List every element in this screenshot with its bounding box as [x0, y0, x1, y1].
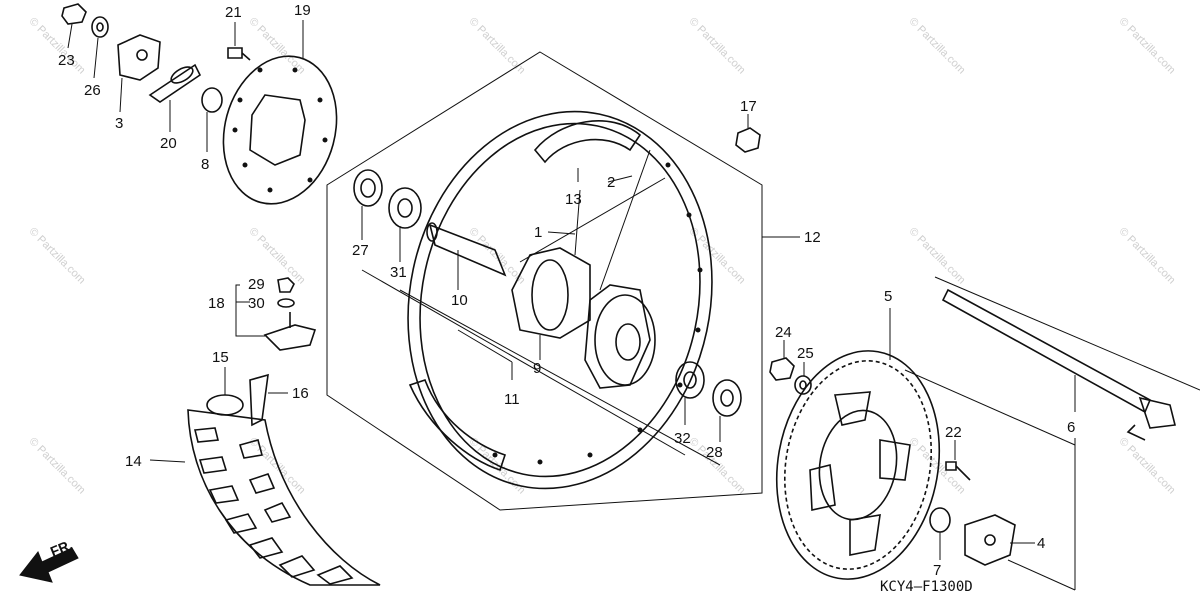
callout-30[interactable]: 30: [248, 295, 265, 312]
callout-16[interactable]: 16: [292, 385, 309, 402]
callout-27[interactable]: 27: [352, 242, 369, 259]
side-collar-8: [201, 87, 223, 113]
callout-18[interactable]: 18: [208, 295, 225, 312]
rim-band-bottom: [408, 378, 507, 472]
callout-21[interactable]: 21: [225, 4, 242, 21]
callout-13[interactable]: 13: [565, 191, 582, 208]
callout-26[interactable]: 26: [84, 82, 101, 99]
callout-8[interactable]: 8: [201, 156, 210, 173]
washer-26: [91, 16, 109, 38]
callout-15[interactable]: 15: [212, 349, 229, 366]
callout-31[interactable]: 31: [390, 264, 407, 281]
front-arrow-icon: [19, 547, 79, 583]
bearing-27: [353, 169, 383, 207]
callout-14[interactable]: 14: [125, 453, 142, 470]
washer-25: [794, 375, 812, 395]
wheel-assembly-outline: [326, 51, 763, 511]
chain-adjuster-4: [964, 514, 1016, 566]
spoke: [574, 189, 581, 256]
washer-30: [277, 298, 295, 308]
bearing-31: [388, 187, 422, 229]
adjuster-plate-20: [148, 63, 202, 103]
callout-11[interactable]: 11: [504, 391, 520, 408]
callout-12[interactable]: 12: [804, 229, 821, 246]
rim-lock-18: [263, 324, 317, 351]
spoke: [599, 149, 651, 291]
callout-9[interactable]: 9: [533, 360, 542, 377]
rim-band-16: [249, 373, 269, 427]
bearing-32: [675, 361, 705, 399]
callout-28[interactable]: 28: [706, 444, 723, 461]
callout-4[interactable]: 4: [1037, 535, 1046, 552]
callout-6[interactable]: 6: [1067, 419, 1076, 436]
callout-25[interactable]: 25: [797, 345, 814, 362]
axle-drawing: [941, 288, 1176, 441]
nut-17: [735, 127, 761, 153]
diagram-code: KCY4—F1300D: [880, 579, 973, 595]
callout-7[interactable]: 7: [933, 562, 942, 579]
callout-22[interactable]: 22: [945, 424, 962, 441]
tire-drawing: [187, 409, 381, 586]
brake-disc-drawing: [222, 55, 338, 205]
callout-17[interactable]: 17: [740, 98, 757, 115]
callout-5[interactable]: 5: [884, 288, 893, 305]
callout-32[interactable]: 32: [674, 430, 691, 447]
callout-1[interactable]: 1: [534, 224, 543, 241]
sprocket-drawing: [775, 350, 941, 580]
nut-23: [61, 3, 87, 25]
rim-band-top: [533, 120, 642, 164]
side-collar-7: [929, 507, 951, 533]
hub-drawing: [511, 247, 656, 389]
callout-2[interactable]: 2: [607, 174, 616, 191]
bolt-21: [227, 47, 243, 59]
rim-drawing: [407, 110, 713, 490]
callout-23[interactable]: 23: [58, 52, 75, 69]
callout-20[interactable]: 20: [160, 135, 177, 152]
callout-24[interactable]: 24: [775, 324, 792, 341]
tube-15: [206, 394, 244, 416]
bearing-28: [712, 379, 742, 417]
callout-10[interactable]: 10: [451, 292, 468, 309]
spoke: [519, 177, 666, 263]
callout-19[interactable]: 19: [294, 2, 311, 19]
bolt-22: [945, 461, 957, 471]
callout-3[interactable]: 3: [115, 115, 124, 132]
callout-29[interactable]: 29: [248, 276, 265, 293]
nut-24: [769, 357, 795, 381]
distance-collar-10: [428, 223, 507, 277]
nut-29: [277, 277, 295, 293]
chain-adjuster-3: [117, 34, 161, 81]
